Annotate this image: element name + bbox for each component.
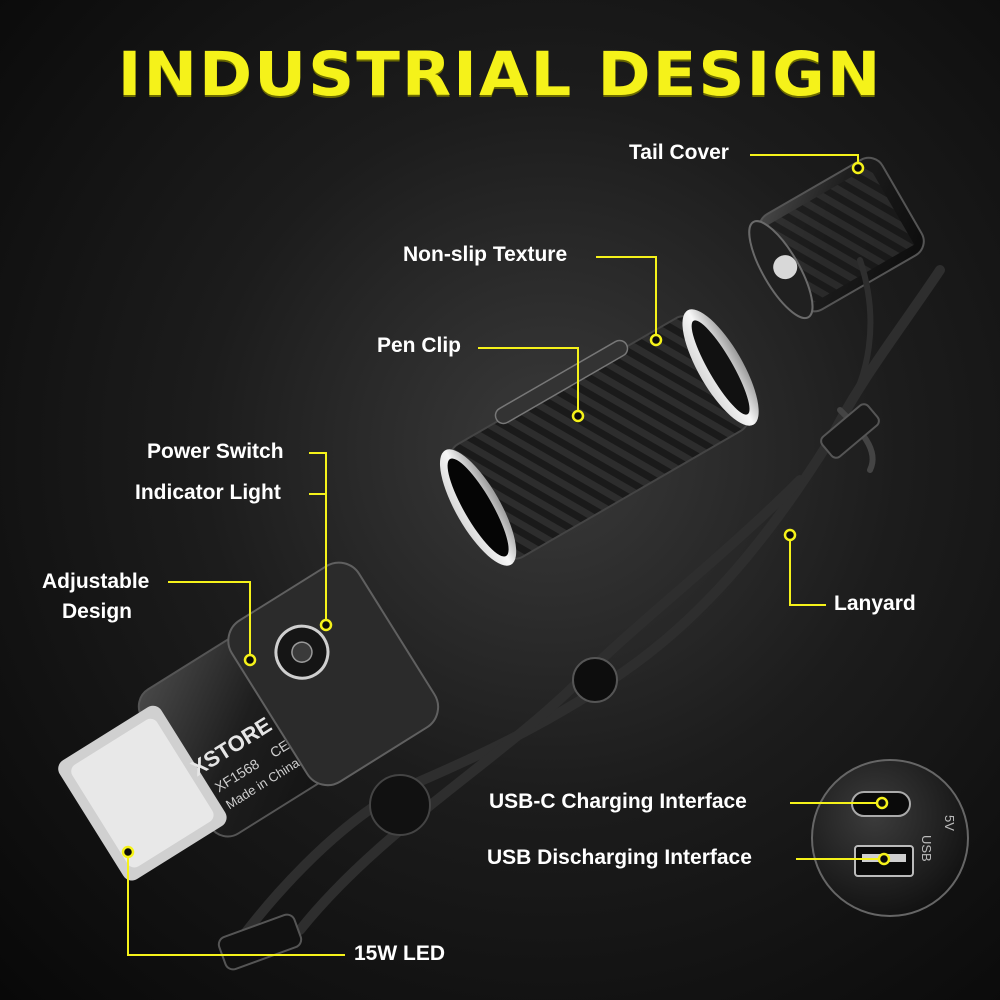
- usb-port-closeup: USB 5V: [811, 759, 969, 917]
- tail-cover-part: [748, 156, 925, 320]
- tail-cover-callout-line: [750, 154, 859, 168]
- lanyard-part: [217, 257, 945, 971]
- led-callout-line: [127, 852, 345, 956]
- non-slip-callout-line: [596, 256, 657, 340]
- power-switch-callout-line: [309, 452, 327, 625]
- volt-engraving: 5V: [942, 815, 957, 831]
- led-dot: [121, 845, 135, 859]
- adjustable-callout-line: [168, 581, 251, 660]
- label-pen-clip: Pen Clip: [377, 334, 462, 357]
- tail-cover-dot: [851, 161, 865, 175]
- label-power-switch: Power Switch: [147, 440, 284, 463]
- label-indicator-light: Indicator Light: [135, 481, 281, 504]
- pen-clip-callout-line: [478, 347, 579, 416]
- battery-tube-part: [439, 309, 759, 566]
- page-title: INDUSTRIAL DESIGN: [117, 39, 883, 111]
- label-usb-discharging: USB Discharging Interface: [487, 846, 752, 869]
- lanyard-callout-line: [789, 535, 826, 606]
- label-adjustable-line2: Design: [62, 600, 133, 623]
- lanyard-dot: [783, 528, 797, 542]
- adjustable-dot: [243, 653, 257, 667]
- label-15w-led: 15W LED: [354, 942, 446, 965]
- non-slip-dot: [649, 333, 663, 347]
- usb-discharging-dot: [877, 852, 891, 866]
- callout-dots: [121, 161, 891, 866]
- label-lanyard: Lanyard: [834, 592, 916, 615]
- label-usb-c: USB-C Charging Interface: [489, 790, 747, 813]
- pen-clip-dot: [571, 409, 585, 423]
- label-tail-cover: Tail Cover: [629, 141, 729, 164]
- label-adjustable-line1: Adjustable: [42, 570, 150, 593]
- port-engraving: USB: [919, 835, 934, 862]
- flashlight-head-part: XSTORE XF1568 CE Made in China: [58, 561, 440, 881]
- usb-c-dot: [875, 796, 889, 810]
- label-non-slip-texture: Non-slip Texture: [403, 243, 568, 266]
- power-switch-dot: [319, 618, 333, 632]
